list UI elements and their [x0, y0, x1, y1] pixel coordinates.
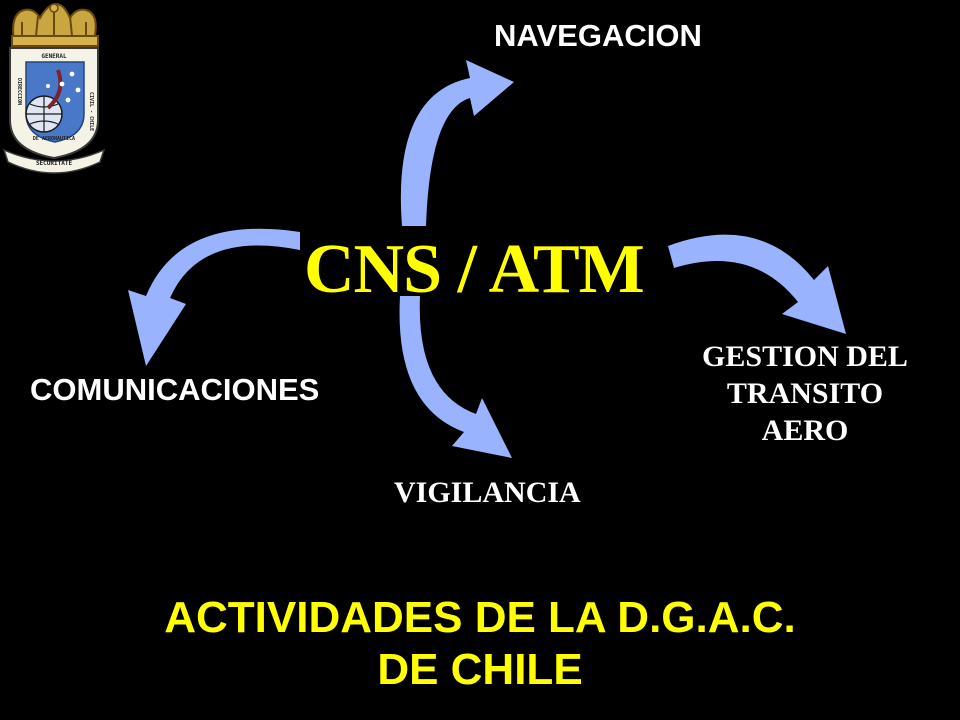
gestion-line-2: TRANSITO: [726, 377, 884, 410]
slide-footer-title: ACTIVIDADES DE LA D.G.A.C. DE CHILE: [0, 592, 960, 696]
dgac-emblem: GENERAL DE AERONAUTICA DIRECCION CIVIL -…: [2, 2, 106, 174]
arrow-to-vigilancia: [399, 296, 512, 458]
arrow-to-navegacion: [400, 60, 514, 226]
footer-line-2: DE CHILE: [377, 645, 583, 694]
stars-icon: [46, 71, 81, 103]
svg-text:CIVIL - CHILE: CIVIL - CHILE: [88, 92, 94, 131]
crown-icon: [11, 2, 99, 47]
node-navegacion: NAVEGACION: [494, 18, 702, 53]
gestion-line-1: GESTION DEL: [702, 340, 908, 373]
footer-line-1: ACTIVIDADES DE LA D.G.A.C.: [164, 593, 796, 642]
gestion-line-3: AERO: [761, 414, 849, 447]
ribbon-icon: [2, 148, 106, 174]
node-vigilancia: VIGILANCIA: [394, 476, 581, 509]
svg-text:DE AERONAUTICA: DE AERONAUTICA: [33, 136, 75, 142]
arrow-to-comunicaciones: [128, 228, 300, 366]
svg-text:GENERAL: GENERAL: [41, 53, 67, 60]
svg-text:SECURITATE: SECURITATE: [36, 160, 73, 167]
globe-icon: [25, 69, 63, 133]
center-cns-atm: CNS / ATM: [304, 231, 645, 308]
svg-text:DIRECCION: DIRECCION: [16, 78, 22, 105]
arrow-to-gestion: [668, 234, 846, 334]
node-gestion-del-transito-aero: GESTION DEL TRANSITO AERO: [660, 338, 950, 449]
node-comunicaciones: COMUNICACIONES: [30, 372, 320, 407]
